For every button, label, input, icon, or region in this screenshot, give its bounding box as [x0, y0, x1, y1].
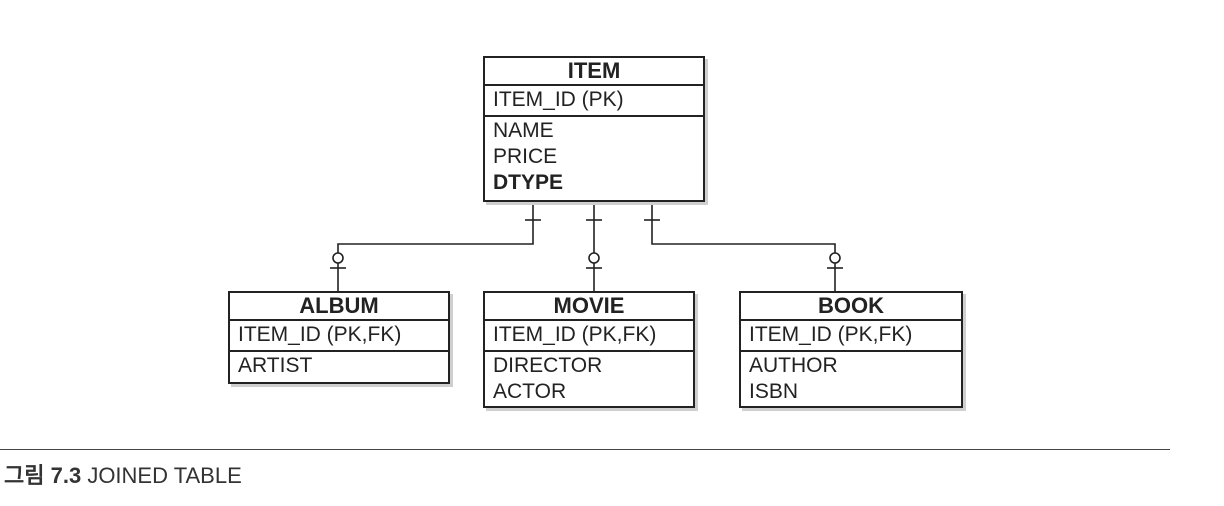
attribute: NAME: [493, 119, 554, 142]
attribute: DIRECTOR: [493, 354, 603, 377]
attribute: ARTIST: [238, 354, 313, 377]
relation-line-album: [337, 202, 534, 291]
caption-divider: [0, 449, 1170, 450]
caption-text: JOINED TABLE: [87, 463, 242, 488]
entity-movie: MOVIE ITEM_ID (PK,FK) DIRECTOR ACTOR: [483, 291, 695, 408]
entity-album: ALBUM ITEM_ID (PK,FK) ARTIST: [228, 291, 450, 384]
entity-book: BOOK ITEM_ID (PK,FK) AUTHOR ISBN: [739, 291, 963, 408]
attribute-list: NAME PRICE DTYPE: [485, 117, 703, 196]
attribute: PRICE: [493, 145, 558, 168]
figure-caption: 그림 7.3 JOINED TABLE: [4, 462, 242, 490]
zero-mark-album: [332, 252, 344, 264]
zero-mark-book: [829, 252, 841, 264]
primary-key: ITEM_ID (PK): [485, 86, 703, 117]
relation-line-book: [651, 202, 836, 291]
attribute-list: ARTIST: [230, 352, 448, 379]
primary-key: ITEM_ID (PK,FK): [741, 321, 961, 352]
attribute: ISBN: [749, 380, 799, 403]
entity-title: MOVIE: [485, 293, 693, 321]
attribute: AUTHOR: [749, 354, 838, 377]
attribute: ACTOR: [493, 380, 567, 403]
attribute-list: DIRECTOR ACTOR: [485, 352, 693, 405]
caption-label: 그림 7.3: [4, 463, 82, 488]
discriminator-attribute: DTYPE: [493, 171, 564, 194]
entity-title: ALBUM: [230, 293, 448, 321]
entity-title: ITEM: [485, 58, 703, 86]
attribute-list: AUTHOR ISBN: [741, 352, 961, 405]
zero-mark-movie: [588, 252, 600, 264]
primary-key: ITEM_ID (PK,FK): [230, 321, 448, 352]
primary-key: ITEM_ID (PK,FK): [485, 321, 693, 352]
entity-title: BOOK: [741, 293, 961, 321]
entity-item: ITEM ITEM_ID (PK) NAME PRICE DTYPE: [483, 56, 705, 202]
